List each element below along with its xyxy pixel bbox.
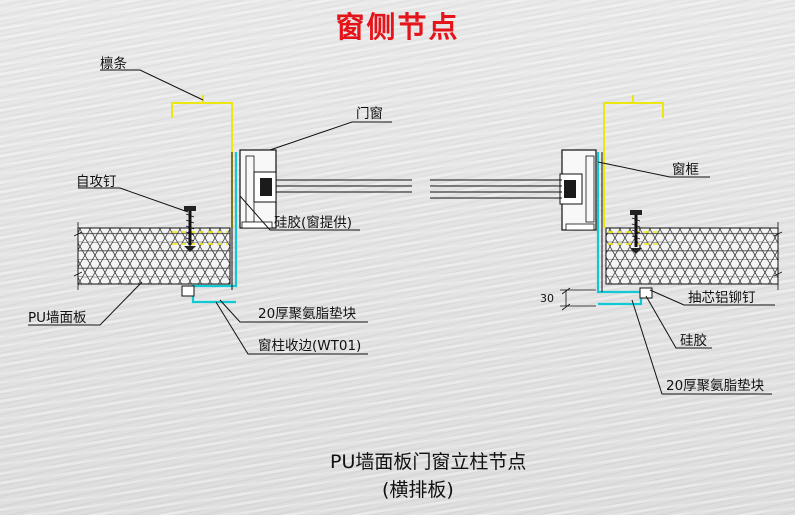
pu-foam-block-left <box>181 285 195 297</box>
dimension-mark <box>560 287 596 311</box>
dimension-value: 30 <box>540 292 554 305</box>
label-self-tapping-screw: 自攻钉 <box>76 174 117 190</box>
left-assembly <box>73 95 412 304</box>
page-title: 窗侧节点 <box>335 10 460 44</box>
label-pu-wall-panel: PU墙面板 <box>28 310 87 326</box>
label-window: 门窗 <box>356 105 383 122</box>
pu-wall-panel-right <box>605 222 783 290</box>
pu-foam-block-right <box>639 287 653 299</box>
leader-lines <box>28 69 775 395</box>
purlin-left <box>171 95 233 245</box>
label-purlin: 檩条 <box>100 55 127 72</box>
caption-line-2: (横排板) <box>382 479 454 501</box>
label-sealant: 硅胶 <box>680 332 707 349</box>
pu-wall-panel-left <box>73 222 231 290</box>
purlin-right <box>603 95 664 245</box>
window-frame-left <box>239 149 412 229</box>
label-window-frame: 窗框 <box>672 161 699 178</box>
label-pu-foam-block-left: 20厚聚氨脂垫块 <box>258 306 357 322</box>
label-sealant-window: 硅胶(窗提供) <box>274 214 352 231</box>
right-assembly <box>430 95 783 311</box>
self-tapping-screw-left <box>184 206 196 252</box>
caption-line-1: PU墙面板门窗立柱节点 <box>330 451 526 473</box>
label-pu-foam-block-right: 20厚聚氨脂垫块 <box>666 378 765 394</box>
self-tapping-screw-right <box>630 210 642 254</box>
label-window-post-trim: 窗柱收边(WT01) <box>258 337 361 354</box>
label-blind-rivet: 抽芯铝铆钉 <box>688 290 756 306</box>
window-frame-right <box>430 149 597 231</box>
